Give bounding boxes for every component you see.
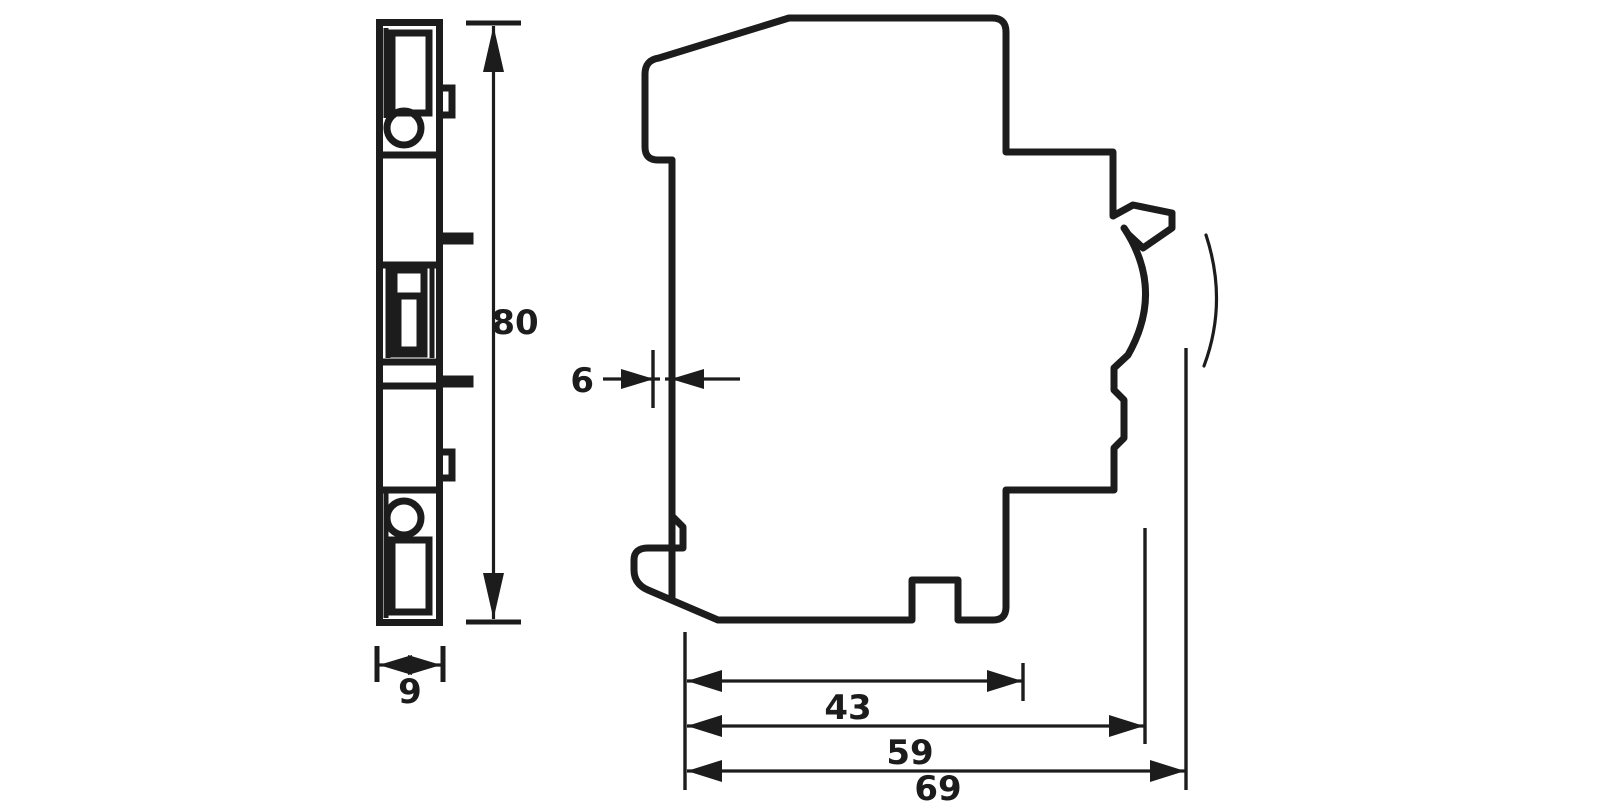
dimension-59-label: 59 xyxy=(886,733,933,773)
dimension-6-label: 6 xyxy=(570,361,594,401)
dimension-43-label: 43 xyxy=(824,688,871,728)
dimension-59-arrow-right xyxy=(1109,715,1144,737)
dimension-59-arrow-left xyxy=(687,715,722,737)
dimension-9-arrow-right xyxy=(408,655,441,675)
side-view-bottom-screw-icon xyxy=(383,497,425,539)
side-view-upper-tab xyxy=(436,232,474,245)
side-view-lever-toggle xyxy=(394,292,424,354)
dimension-43-arrow-right xyxy=(987,670,1022,692)
dimension-width-9: 9 xyxy=(374,646,446,712)
dimension-6-arrow-right xyxy=(671,369,704,389)
profile-body-outline xyxy=(630,14,1176,624)
dimension-43-arrow-left xyxy=(687,670,722,692)
dimension-80-arrow-bottom xyxy=(483,573,504,619)
dimension-offset-6: 6 xyxy=(570,350,740,408)
profile-lever-swing-arc xyxy=(1202,233,1219,368)
dimension-80-label: 80 xyxy=(491,303,538,343)
side-view-top-terminal xyxy=(388,29,433,117)
dimension-69-arrow-left xyxy=(687,760,722,782)
dimension-80-arrow-top xyxy=(483,26,504,72)
side-view-lower-tab xyxy=(436,375,474,388)
side-view-lever-housing xyxy=(390,266,428,358)
dimension-depth-59: 59 xyxy=(687,715,1144,773)
side-view-narrow xyxy=(376,19,474,626)
dimension-69-arrow-right xyxy=(1150,760,1185,782)
side-view-bottom-terminal xyxy=(388,536,433,616)
profile-view xyxy=(630,14,1219,624)
dimension-height-80: 80 xyxy=(466,20,539,625)
dimension-9-arrow-left xyxy=(379,655,412,675)
side-view-top-screw-icon xyxy=(383,107,425,149)
dimension-depth-69: 69 xyxy=(687,760,1185,804)
side-view-body-outline xyxy=(376,19,443,626)
side-view-upper-lug xyxy=(439,84,456,119)
dimension-9-label: 9 xyxy=(398,672,422,712)
dimension-6-arrow-left xyxy=(621,369,654,389)
dimension-depth-43: 43 xyxy=(687,670,1022,728)
side-view-lower-lug xyxy=(439,448,456,482)
dimension-69-label: 69 xyxy=(914,769,961,804)
dimension-stack-depth: 43 59 69 xyxy=(683,348,1188,804)
